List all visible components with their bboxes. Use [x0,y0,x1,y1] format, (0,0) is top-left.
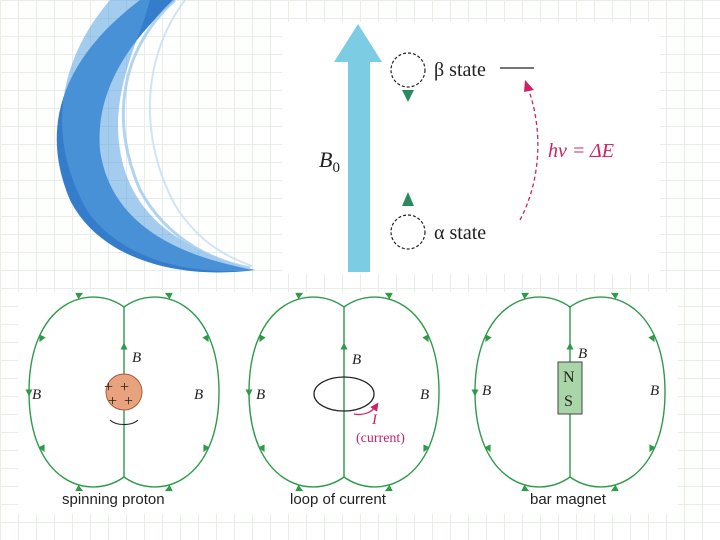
loop-caption: loop of current [290,491,387,508]
bar-magnet-diagram: N S B B B bar magnet [475,295,665,508]
field-label: B [194,387,203,403]
decorative-swoosh [56,0,255,273]
field-label: B [482,383,491,399]
magnet-north: N [563,369,575,386]
field-label: B [650,383,659,399]
magnetic-field-panel: + + + + B B B spinning proton I (current… [18,292,678,514]
current-label: I [371,412,378,428]
magnet-south: S [564,393,573,410]
proton-charge: + [124,393,133,410]
spinning-proton-diagram: + + + + B B B spinning proton [29,295,219,508]
field-label: B [132,350,141,366]
field-label: B [256,387,265,403]
field-label: B [578,346,587,362]
spin-states-panel: B0 β state α state hν = ΔE [282,22,660,274]
spin-arrow [109,419,139,426]
proton-sphere [105,373,143,411]
current-arrow [353,402,379,416]
energy-label: hν = ΔE [548,140,614,162]
alpha-state-label: α state [434,222,486,244]
proton-charge: + [104,379,113,396]
beta-state-label: β state [434,59,486,81]
transition-arrow [519,80,539,221]
magnet-caption: bar magnet [530,491,607,508]
beta-spin-circle [390,52,426,102]
proton-charge: + [120,379,129,396]
alpha-spin-circle [390,192,426,250]
current-sub-label: (current) [356,431,405,446]
field-arrow [334,24,382,272]
current-loop [313,376,375,412]
proton-charge: + [108,393,117,410]
magnet-body [557,361,583,415]
field-label: B [420,387,429,403]
proton-caption: spinning proton [62,491,165,508]
field-label: B [352,352,361,368]
field-label: B [32,387,41,403]
current-loop-diagram: I (current) B B B loop of current [249,295,439,508]
field-label-b0: B0 [319,147,340,176]
